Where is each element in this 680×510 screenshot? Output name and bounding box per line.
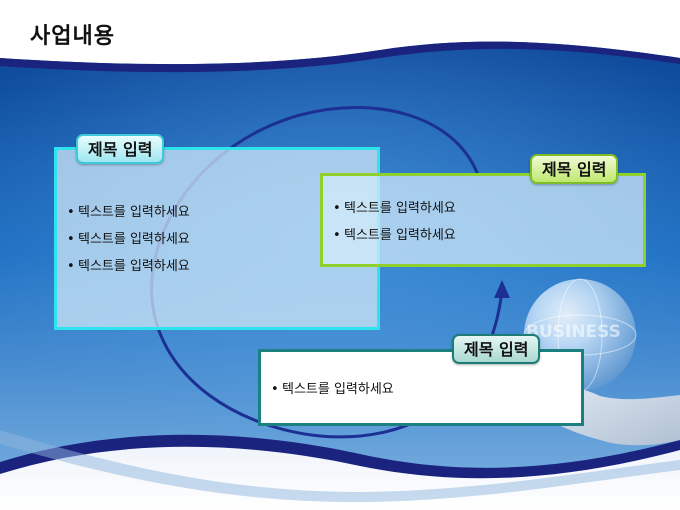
box-1-heading: 제목 입력 xyxy=(76,134,165,164)
box-3-heading: 제목 입력 xyxy=(452,334,541,364)
bullet-item: 텍스트를 입력하세요 xyxy=(67,231,190,258)
bullet-item: 텍스트를 입력하세요 xyxy=(333,227,456,254)
bullet-item: 텍스트를 입력하세요 xyxy=(67,204,190,231)
bullet-list-3: 텍스트를 입력하세요 xyxy=(271,381,394,399)
bullet-list-2: 텍스트를 입력하세요 텍스트를 입력하세요 xyxy=(333,200,456,254)
globe-label: BUSINESS xyxy=(526,322,621,342)
bullet-item: 텍스트를 입력하세요 xyxy=(67,258,190,285)
content-box-2: 텍스트를 입력하세요 텍스트를 입력하세요 xyxy=(320,173,646,267)
bullet-item: 텍스트를 입력하세요 xyxy=(271,381,394,399)
box-2-heading: 제목 입력 xyxy=(530,154,619,184)
bullet-list-1: 텍스트를 입력하세요 텍스트를 입력하세요 텍스트를 입력하세요 xyxy=(67,204,190,285)
page-title: 사업내용 xyxy=(30,24,115,49)
bullet-item: 텍스트를 입력하세요 xyxy=(333,200,456,227)
